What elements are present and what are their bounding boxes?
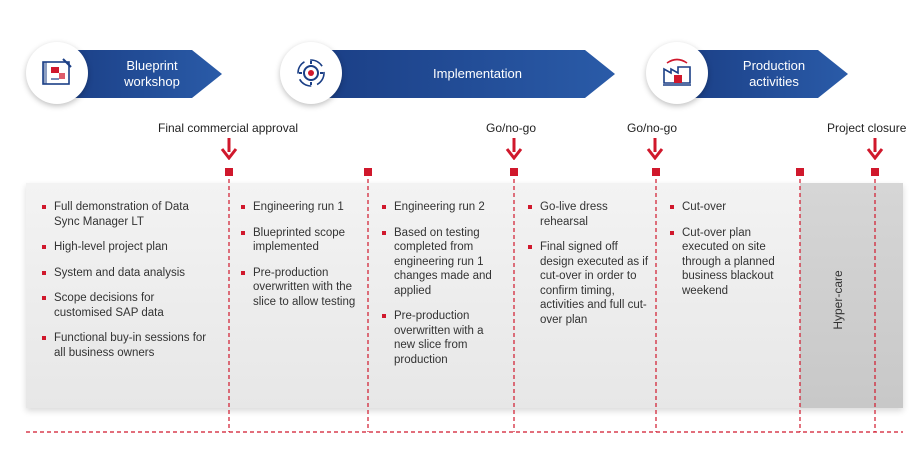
down-arrow-icon (505, 138, 523, 160)
list-item: Pre-production overwritten with the slic… (239, 266, 359, 310)
milestone-go-no-go-1: Go/no-go (486, 121, 537, 135)
phase-production: Production activities (680, 50, 848, 98)
factory-icon (646, 42, 708, 104)
milestone-project-closure: Project closure (827, 121, 907, 135)
column-dress-rehearsal: Go-live dress rehearsal Final signed off… (526, 200, 651, 338)
column-blueprint: Full demonstration of Data Sync Manager … (40, 200, 215, 371)
down-arrow-icon (220, 138, 238, 160)
list-item: Engineering run 2 (380, 200, 505, 215)
list-item: Cut-over plan executed on site through a… (668, 226, 793, 299)
phase-label: Production activities (742, 58, 806, 89)
list-item: High-level project plan (40, 240, 215, 255)
column-cut-over: Cut-over Cut-over plan executed on site … (668, 200, 793, 309)
list-item: Engineering run 1 (239, 200, 359, 215)
list-item: Go-live dress rehearsal (526, 200, 651, 229)
hyper-care-panel (800, 183, 903, 408)
phase-implementation: Implementation (320, 50, 615, 98)
list-item: Blueprinted scope implemented (239, 226, 359, 255)
down-arrow-icon (866, 138, 884, 160)
list-item: Functional buy-in sessions for all busin… (40, 331, 215, 360)
gear-cycle-icon (280, 42, 342, 104)
column-engineering-2: Engineering run 2 Based on testing compl… (380, 200, 505, 378)
list-item: Based on testing completed from engineer… (380, 226, 505, 299)
phase-label: Implementation (433, 66, 522, 81)
list-item: Final signed off design executed as if c… (526, 240, 651, 327)
timeline-panel (26, 183, 903, 408)
list-item: Full demonstration of Data Sync Manager … (40, 200, 215, 229)
milestone-final-commercial-approval: Final commercial approval (158, 121, 299, 135)
list-item: Scope decisions for customised SAP data (40, 291, 215, 320)
phase-blueprint: Blueprint workshop (62, 50, 222, 98)
list-item: Cut-over (668, 200, 793, 215)
column-engineering-1: Engineering run 1 Blueprinted scope impl… (239, 200, 359, 320)
list-item: System and data analysis (40, 266, 215, 281)
phase-label: Blueprint workshop (124, 58, 180, 89)
blueprint-icon (26, 42, 88, 104)
milestone-go-no-go-2: Go/no-go (627, 121, 678, 135)
list-item: Pre-production overwritten with a new sl… (380, 309, 505, 367)
down-arrow-icon (646, 138, 664, 160)
